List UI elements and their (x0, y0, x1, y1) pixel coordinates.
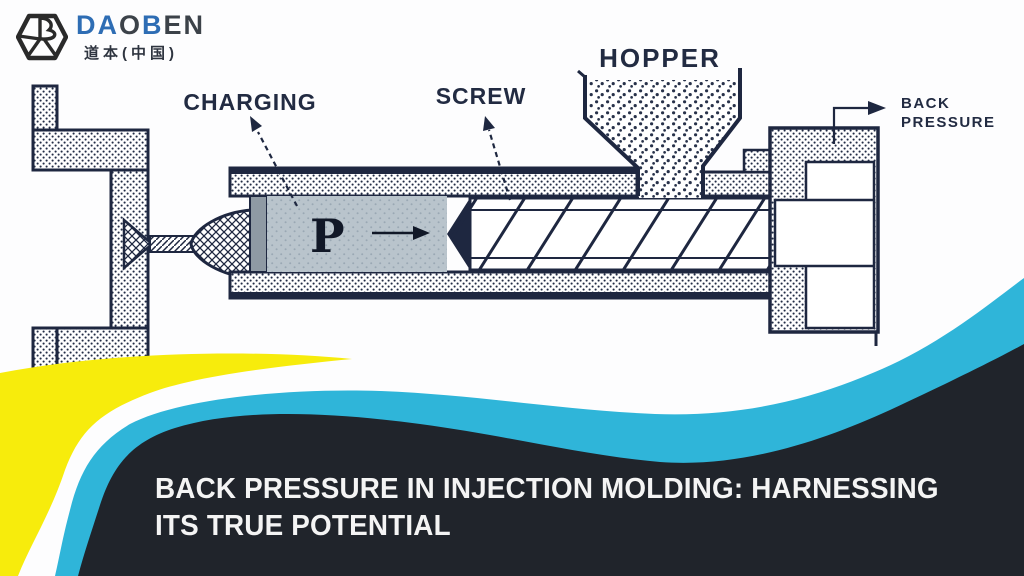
label-screw: SCREW (436, 83, 527, 109)
daoben-hexagon-icon (16, 13, 68, 61)
hopper-shape (577, 68, 742, 198)
label-hopper: HOPPER (599, 43, 721, 73)
banner-title-line2: ITS TRUE POTENTIAL (155, 510, 451, 542)
logo-letter: E (163, 10, 184, 40)
banner-title-line1: BACK PRESSURE IN INJECTION MOLDING: HARN… (155, 473, 939, 505)
logo-letter: N (183, 10, 206, 40)
nozzle-assembly (122, 208, 254, 280)
logo: DAOBEN 道本(中国) (16, 10, 205, 64)
label-charging: CHARGING (183, 89, 316, 115)
logo-letter: O (119, 10, 143, 40)
leader-lines (250, 101, 886, 240)
logo-letter: D (76, 10, 98, 40)
rear-housing (768, 126, 880, 346)
label-back-pressure-line1: BACK (901, 95, 950, 112)
logo-subtitle: 道本(中国) (84, 45, 178, 62)
logo-letter: B (142, 10, 164, 40)
screw-shape (447, 196, 800, 272)
label-pressure-symbol: P (310, 209, 345, 263)
banner-title: BACK PRESSURE IN INJECTION MOLDING: HARN… (155, 471, 981, 545)
label-back-pressure-line2: PRESSURE (901, 114, 996, 131)
logo-letter: A (97, 10, 119, 40)
logo-wordmark: DAOBEN (76, 10, 205, 40)
